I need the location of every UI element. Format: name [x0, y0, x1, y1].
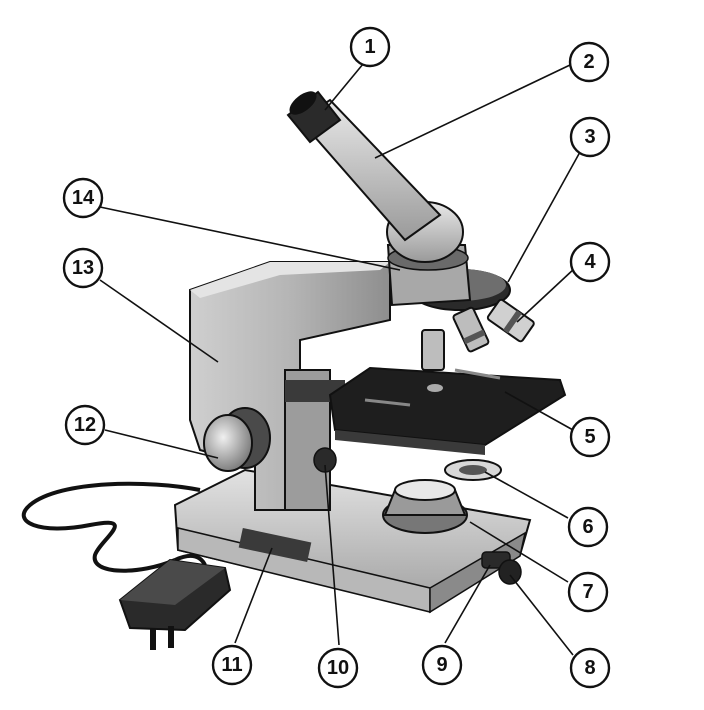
- label-3: 3: [569, 116, 611, 158]
- label-4-number: 4: [584, 251, 596, 273]
- label-3-number: 3: [584, 126, 595, 148]
- label-14-number: 14: [72, 187, 95, 209]
- leader-11: [234, 547, 273, 644]
- label-10-number: 10: [327, 657, 349, 679]
- leader-lines: [99, 57, 581, 656]
- label-2: 2: [568, 41, 610, 83]
- power-cord: [21, 481, 207, 573]
- label-1-number: 1: [364, 36, 375, 58]
- label-9: 9: [421, 644, 463, 686]
- label-13: 13: [62, 247, 104, 289]
- label-5: 5: [569, 416, 611, 458]
- label-2-number: 2: [583, 51, 594, 73]
- label-5-number: 5: [584, 426, 595, 448]
- label-12: 12: [64, 404, 106, 446]
- leader-13: [99, 279, 219, 363]
- label-8-number: 8: [584, 657, 595, 679]
- focus-knob: [203, 407, 271, 472]
- objectives: [421, 298, 535, 371]
- label-9-number: 9: [436, 654, 447, 676]
- label-8: 8: [569, 647, 611, 689]
- leader-6: [484, 471, 569, 519]
- leader-1: [324, 57, 369, 111]
- leader-9: [444, 564, 491, 644]
- leader-14: [99, 206, 401, 271]
- power-adapter: [118, 558, 232, 650]
- leader-10: [324, 464, 340, 646]
- label-11: 11: [211, 644, 253, 686]
- label-7: 7: [567, 571, 609, 613]
- leader-5: [504, 391, 574, 431]
- label-6: 6: [567, 506, 609, 548]
- label-1: 1: [349, 26, 391, 68]
- label-12-number: 12: [74, 414, 96, 436]
- stage: [328, 366, 567, 455]
- microscope-head: [386, 201, 472, 307]
- eyepiece: [286, 90, 342, 144]
- leader-7: [469, 521, 569, 583]
- label-4: 4: [569, 241, 611, 283]
- leader-12: [104, 429, 219, 459]
- brightness-knob: [498, 559, 522, 585]
- diaphragm: [444, 459, 502, 481]
- label-13-number: 13: [72, 257, 94, 279]
- leader-3: [507, 151, 581, 283]
- label-14: 14: [62, 177, 104, 219]
- light-source: [382, 479, 468, 534]
- leader-8: [509, 574, 574, 656]
- label-6-number: 6: [582, 516, 593, 538]
- label-7-number: 7: [582, 581, 593, 603]
- label-11-number: 11: [221, 654, 242, 676]
- leader-4: [516, 267, 576, 323]
- label-10: 10: [317, 647, 359, 689]
- number-labels: 1 2 3 4 5 6 7 8 9 10 11 12 13 14: [62, 26, 611, 689]
- leader-2: [374, 64, 571, 159]
